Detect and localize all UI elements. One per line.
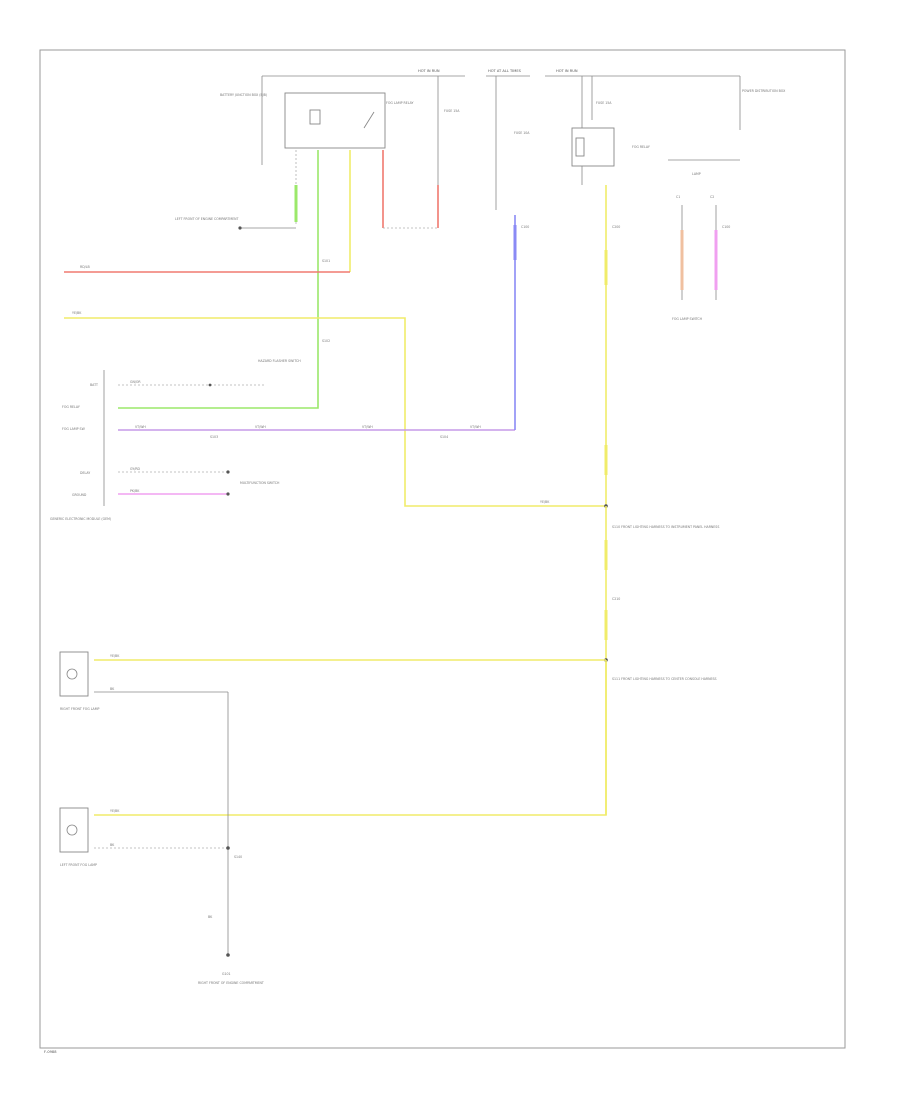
splice-s2-label: S102 [322,339,330,343]
ground-location-label: RIGHT FRONT OF ENGINE COMPARTMENT [198,981,264,985]
purple-wire-label-2: VT/WH [255,425,266,429]
splice-s1-label: S101 [322,259,330,263]
pin-b1-label: BATT [90,383,98,387]
splice-note-1: S110 FRONT LIGHTING HARNESS TO INSTRUMEN… [612,525,719,529]
lamp-side-label: LAMP [692,172,701,176]
purple-wire-label-4: VT/WH [470,425,481,429]
fuse-a-label: FUSE 15A [444,109,460,113]
relay-a-label: FOG LAMP RELAY [386,101,414,105]
combination-switch-label: MULTIFUNCTION SWITCH [240,481,280,485]
trunk-conn-label: C200 [612,225,620,229]
splice-s3-label: S103 [210,435,218,439]
right-fog-feed-label: YE/BK [110,654,120,658]
splice-note-2: S111 FRONT LIGHTING HARNESS TO CENTER CO… [612,677,717,681]
bjb-label: BATTERY JUNCTION BOX (BJB) [220,93,267,97]
gem-pin1-wire-label: GN/OR [130,380,141,384]
gem-pin4-node [226,470,230,474]
yellow-loop-wire [64,317,605,507]
pin-b2-label: FOG RELAY [62,405,80,409]
switch-conn-c1: C1 [676,195,680,199]
switch-conn-c2: C2 [710,195,714,199]
relay-a [309,109,321,125]
relay-b [571,127,615,167]
blue-conn-label: C100 [521,225,529,229]
gem-pin1-node [208,383,212,387]
pdb-label: POWER DISTRIBUTION BOX [742,89,786,93]
yellow-wire-label: YE/BK [72,311,82,315]
left-fog-lamp-bulb [66,824,78,836]
green-gem-wire [118,340,319,409]
relay-b-label: FOG RELAY [632,145,650,149]
purple-wire-label-3: VT/WH [362,425,373,429]
ground-splice-node [226,846,230,850]
ground-trunk-label: BK [208,915,213,919]
trunk-conn-label-2: C210 [612,597,620,601]
left-fog-lamp [59,807,89,853]
pin-b3-label: FOG LAMP SW [62,427,86,431]
gem-module-label: GENERIC ELECTRONIC MODULE (GEM) [50,517,111,521]
left-fog-feed-label: YE/BK [110,809,120,813]
hot-run-left-label: HOT IN RUN [418,69,440,73]
relay-b-coil [575,137,585,157]
left-fender-ground-label: LEFT FRONT OF ENGINE COMPARTMENT [175,217,238,221]
left-fog-feed [94,660,607,816]
diagram-frame [39,49,846,1049]
splice-s4-label: S104 [440,435,448,439]
fuse-c-label: FUSE 15A [596,101,612,105]
hot-start-mid-label: HOT AT ALL TIMES [488,69,522,73]
ground-g101-label: G101 [222,972,231,976]
purple-wire-label: VT/WH [135,425,146,429]
battery-junction-box [284,92,386,149]
right-fog-lamp [59,651,89,697]
gem-pin5-label: PK/BK [130,489,140,493]
pin-b5-label: GROUND [72,493,87,497]
gem-pin4-label: GY/RD [130,467,141,471]
hot-run-right-label: HOT IN RUN [556,69,578,73]
relay-a-switch [363,111,375,129]
right-fog-lamp-label: RIGHT FRONT FOG LAMP [60,707,99,711]
page-code: F-0988 [44,1050,57,1054]
ground-splice-label: S140 [234,855,242,859]
yellow-wire-label-2: YE/BK [540,500,550,504]
left-ground-node [238,226,242,230]
red-wire-label: RD/LB [80,265,90,269]
pin-b4-label: DELAY [80,471,90,475]
left-fog-ground-label: BK [110,843,115,847]
hazard-switch-label: HAZARD FLASHER SWITCH [258,359,301,363]
ground-g101-node [226,953,230,957]
left-fog-lamp-label: LEFT FRONT FOG LAMP [60,863,97,867]
gem-pin5-node [226,492,230,496]
fog-switch-label: FOG LAMP SWITCH [672,317,703,321]
right-fog-ground-label: BK [110,687,115,691]
right-fog-lamp-bulb [66,668,78,680]
fuse-b-label: FUSE 10A [514,131,530,135]
fog-switch-conn-label: C100 [722,225,730,229]
